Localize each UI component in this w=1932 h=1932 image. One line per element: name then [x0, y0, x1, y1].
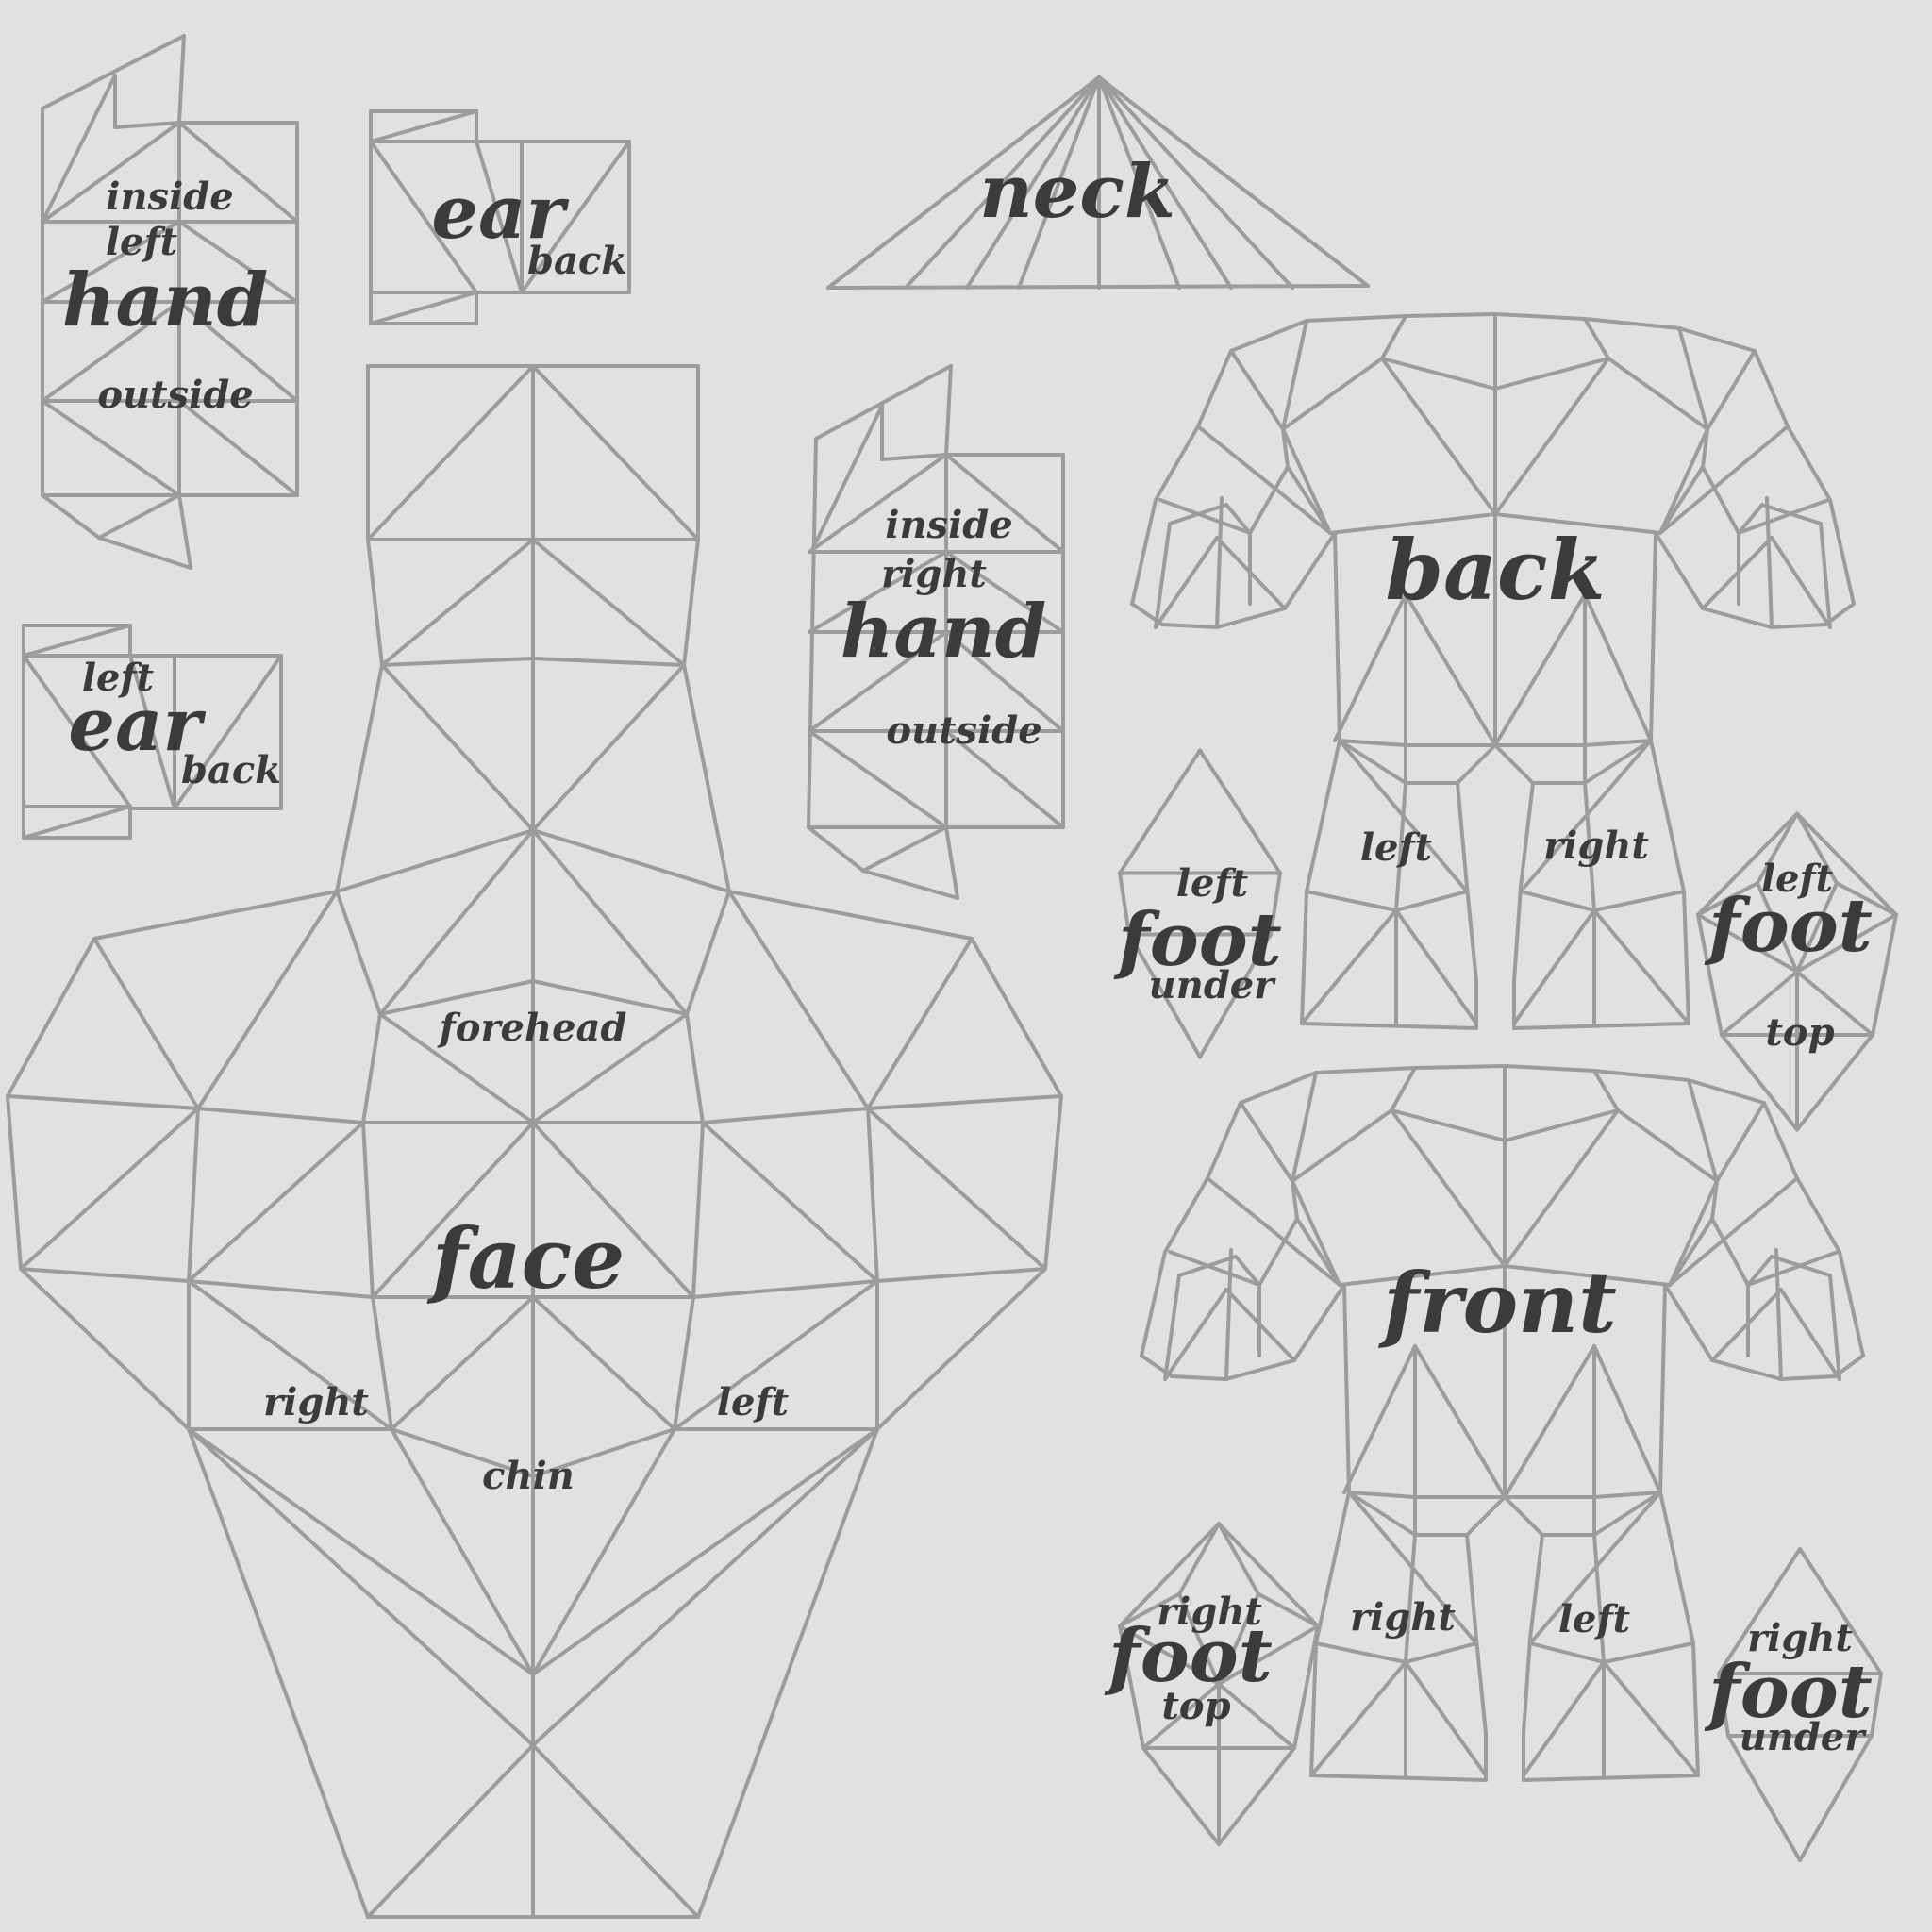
forehead-label: forehead: [437, 1006, 627, 1050]
right-hand-outside-label: outside: [886, 708, 1041, 753]
face-left-label: left: [717, 1380, 790, 1424]
back-right-leg-label: right: [1543, 824, 1649, 868]
front-label: front: [1377, 1254, 1617, 1352]
right-foot-under-name-label: foot: [1704, 1649, 1873, 1735]
face-label: face: [426, 1209, 625, 1307]
right-foot-under-sub-label: under: [1740, 1715, 1868, 1759]
left-hand-name-label: hand: [62, 258, 269, 343]
front-right-leg-label: right: [1350, 1595, 1456, 1640]
right-foot-top-sub-label: top: [1161, 1684, 1230, 1728]
right-hand-side-label: right: [881, 552, 987, 596]
left-hand-outside-label: outside: [97, 373, 253, 417]
left-foot-under-sub-label: under: [1149, 963, 1277, 1008]
chin-label: chin: [482, 1454, 575, 1498]
uv-wireframe: [6, 34, 1898, 1919]
left-ear-side-label: left: [82, 656, 155, 700]
back-label: back: [1385, 521, 1605, 619]
right-foot-top-side-label: right: [1157, 1590, 1262, 1634]
ear-name-label: ear: [431, 170, 569, 256]
front-left-leg-label: left: [1558, 1597, 1631, 1641]
left-hand-inside-label: inside: [106, 175, 233, 219]
left-foot-top-sub-label: top: [1765, 1010, 1834, 1055]
labels: inside left hand outside ear back neck i…: [62, 149, 1873, 1759]
face-right-label: right: [263, 1380, 369, 1424]
ear-back-label: back: [527, 239, 627, 283]
left-ear-back-label: back: [181, 748, 281, 792]
right-foot-under-side-label: right: [1747, 1616, 1853, 1660]
right-foot-top-name-label: foot: [1104, 1613, 1273, 1699]
neck-label: neck: [979, 149, 1175, 235]
right-hand-name-label: hand: [841, 589, 1047, 675]
left-foot-top-side-label: left: [1761, 857, 1834, 901]
left-hand-side-label: left: [106, 220, 178, 264]
left-foot-under-side-label: left: [1176, 861, 1249, 906]
left-ear-name-label: ear: [68, 682, 206, 768]
left-foot-top-name-label: foot: [1704, 883, 1873, 969]
back-left-leg-label: left: [1360, 825, 1433, 870]
right-hand-inside-label: inside: [885, 503, 1012, 547]
left-foot-under-name-label: foot: [1113, 897, 1282, 983]
